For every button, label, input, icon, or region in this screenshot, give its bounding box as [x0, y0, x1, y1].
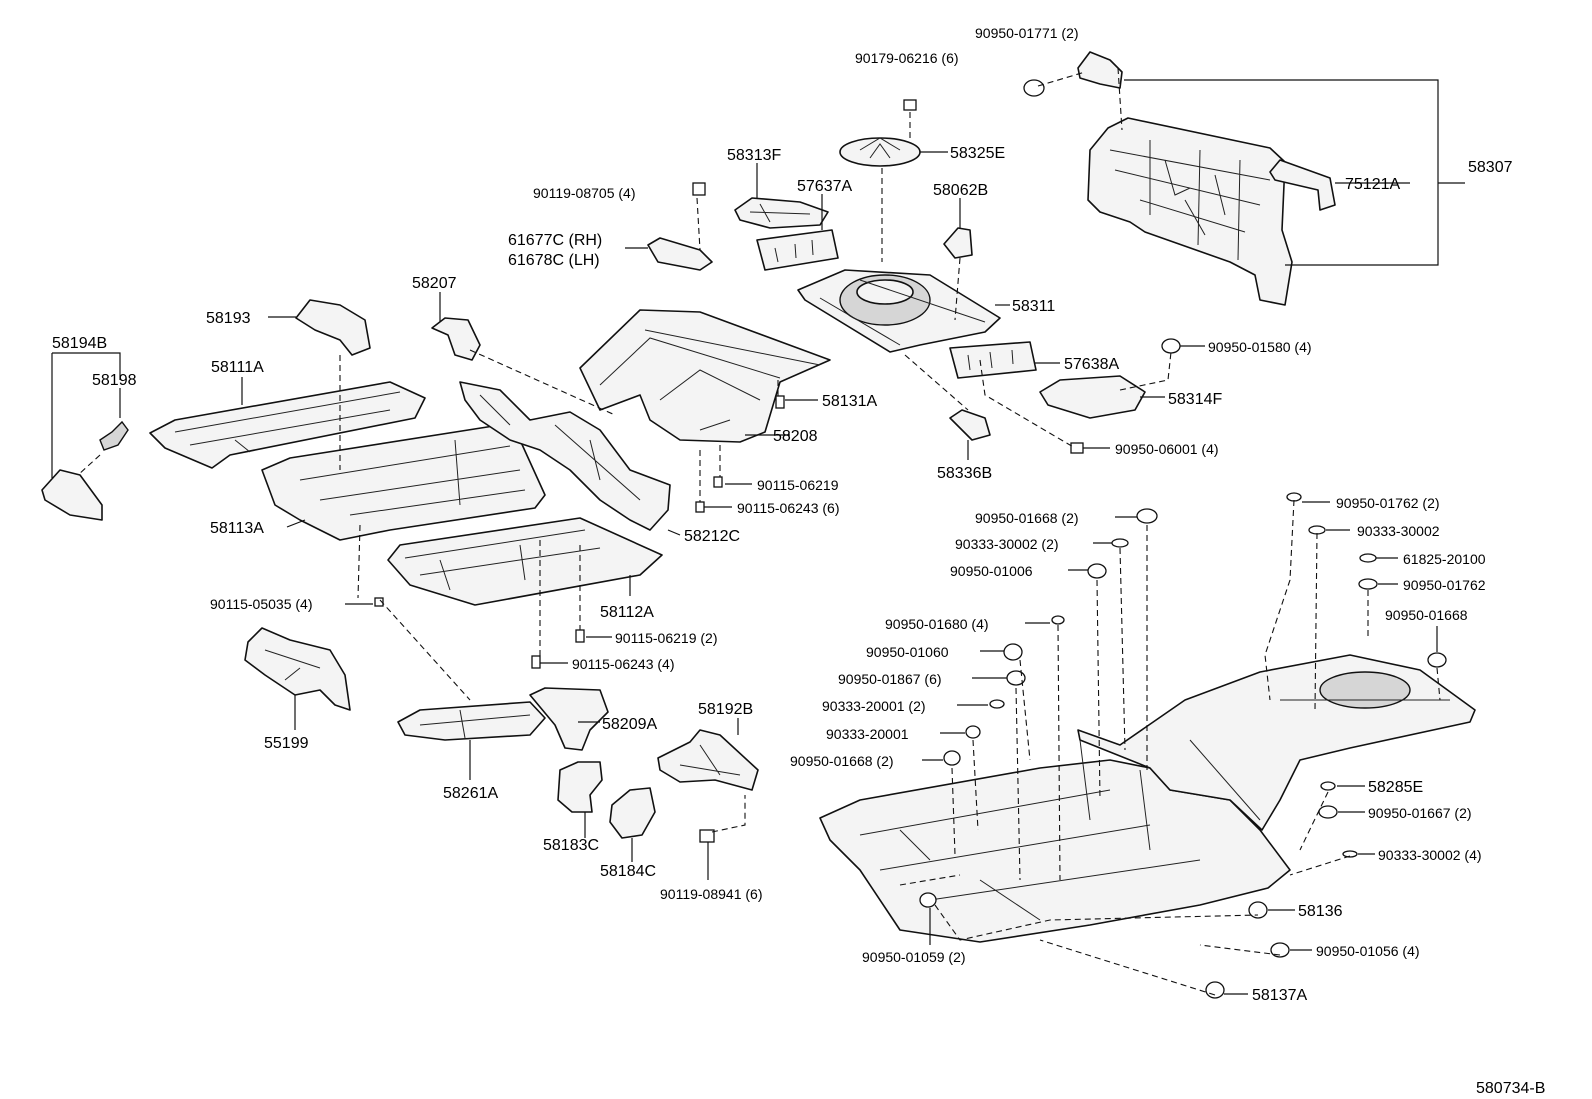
- bracket-58336B: [949, 409, 991, 441]
- label-58336B: 58336B: [937, 465, 992, 482]
- label-58113A: 58113A: [210, 520, 264, 537]
- label-58184C: 58184C: [600, 863, 656, 880]
- leader-lines: [51, 79, 1465, 995]
- bracket-58192B: [657, 729, 759, 843]
- bracket-57638A: [949, 341, 1037, 379]
- label-90950-01668-b: 90950-01668: [1385, 607, 1468, 623]
- bracket-58207: [431, 317, 481, 361]
- label-58183C: 58183C: [543, 837, 599, 854]
- bracket-58062B: [943, 227, 973, 259]
- label-90950-06001: 90950-06001 (4): [1115, 441, 1219, 457]
- label-90950-01056: 90950-01056 (4): [1316, 943, 1420, 959]
- bracket-61677C: [647, 182, 713, 271]
- floor-side-58111A: [149, 381, 426, 469]
- label-58212C: 58212C: [684, 528, 740, 545]
- label-58208: 58208: [773, 428, 818, 445]
- label-58112A: 58112A: [600, 604, 654, 621]
- label-90950-01762-b: 90950-01762: [1403, 577, 1486, 593]
- bracket-57637A: [756, 229, 839, 271]
- bracket-90950-01771: [1023, 51, 1123, 97]
- label-90119-08705: 90119-08705 (4): [533, 185, 635, 201]
- label-90950-01580: 90950-01580 (4): [1208, 339, 1312, 355]
- bracket-58184C: [609, 787, 656, 839]
- label-90115-06219-b: 90115-06219 (2): [615, 630, 717, 646]
- label-58261A: 58261A: [443, 785, 498, 802]
- diagram-id: 580734-B: [1476, 1080, 1545, 1097]
- label-90333-30002-b: 90333-30002 (2): [955, 536, 1059, 552]
- label-90950-01667: 90950-01667 (2): [1368, 805, 1472, 821]
- label-58198: 58198: [92, 372, 137, 389]
- label-90950-01059: 90950-01059 (2): [862, 949, 966, 965]
- crossmember-58212C: [459, 381, 671, 531]
- label-61677C: 61677C (RH): [508, 232, 602, 249]
- assembly-dash-lines: [77, 67, 1441, 996]
- label-58325E: 58325E: [950, 145, 1005, 162]
- label-90333-30002-a: 90333-30002: [1357, 523, 1440, 539]
- label-58311: 58311: [1012, 298, 1055, 315]
- hold-down-58325E: [839, 99, 921, 167]
- label-58192B: 58192B: [698, 701, 753, 718]
- label-61678C: 61678C (LH): [508, 252, 600, 269]
- bracket-75121A: [1269, 159, 1336, 211]
- label-90115-06243-a: 90115-06243 (6): [737, 500, 839, 516]
- label-61825-20100: 61825-20100: [1403, 551, 1486, 567]
- bracket-58314F: [1039, 338, 1181, 454]
- cover-58194B: [41, 420, 129, 521]
- rear-floor-58112A: [387, 517, 663, 606]
- label-58062B: 58062B: [933, 182, 988, 199]
- small-fasteners: [374, 395, 1447, 999]
- label-58285E: 58285E: [1368, 779, 1423, 796]
- label-90950-01060: 90950-01060: [866, 644, 949, 660]
- label-90950-01680: 90950-01680 (4): [885, 616, 989, 632]
- underbody-floor-assembly: [819, 654, 1476, 943]
- label-90115-06243-b: 90115-06243 (4): [572, 656, 674, 672]
- label-58209A: 58209A: [602, 716, 657, 733]
- label-90950-01771: 90950-01771 (2): [975, 25, 1079, 41]
- rear-floor-pan-58208: [579, 309, 831, 443]
- label-58111A: 58111A: [211, 359, 264, 376]
- label-58136: 58136: [1298, 903, 1343, 920]
- bracket-58313F: [734, 197, 829, 229]
- label-90115-06219-a: 90115-06219: [757, 477, 839, 493]
- bracket-58183C: [557, 761, 603, 813]
- label-90950-01006: 90950-01006: [950, 563, 1033, 579]
- label-58137A: 58137A: [1252, 987, 1307, 1004]
- part-labels: 90950-01771 (2) 90179-06216 (6) 58325E 5…: [52, 25, 1545, 1097]
- label-58207: 58207: [412, 275, 457, 292]
- label-57638A: 57638A: [1064, 356, 1119, 373]
- label-90119-08941: 90119-08941 (6): [660, 886, 762, 902]
- label-90950-01668-c: 90950-01668 (2): [790, 753, 894, 769]
- label-58313F: 58313F: [727, 147, 781, 164]
- bracket-58209A: [529, 687, 609, 751]
- label-90333-30002-c: 90333-30002 (4): [1378, 847, 1482, 863]
- label-58194B: 58194B: [52, 335, 107, 352]
- spare-wheel-pan-58311: [797, 269, 1001, 353]
- label-90333-20001-b: 90333-20001: [826, 726, 909, 742]
- label-90950-01668-a: 90950-01668 (2): [975, 510, 1079, 526]
- label-58307: 58307: [1468, 159, 1513, 176]
- panel-55199: [244, 627, 351, 711]
- rear-panel-58307: [1087, 117, 1293, 306]
- label-58131A: 58131A: [822, 393, 877, 410]
- label-57637A: 57637A: [797, 178, 852, 195]
- bracket-58193: [295, 299, 371, 356]
- label-90950-01867: 90950-01867 (6): [838, 671, 942, 687]
- bracket-58261A: [397, 701, 546, 741]
- label-55199: 55199: [264, 735, 309, 752]
- label-75121A: 75121A: [1345, 176, 1400, 193]
- label-90950-01762-a: 90950-01762 (2): [1336, 495, 1440, 511]
- floor-rear-58113A: [261, 424, 546, 541]
- label-58314F: 58314F: [1168, 391, 1222, 408]
- label-90179-06216: 90179-06216 (6): [855, 50, 959, 66]
- label-58193: 58193: [206, 310, 251, 327]
- label-90333-20001-a: 90333-20001 (2): [822, 698, 926, 714]
- label-90115-05035: 90115-05035 (4): [210, 596, 312, 612]
